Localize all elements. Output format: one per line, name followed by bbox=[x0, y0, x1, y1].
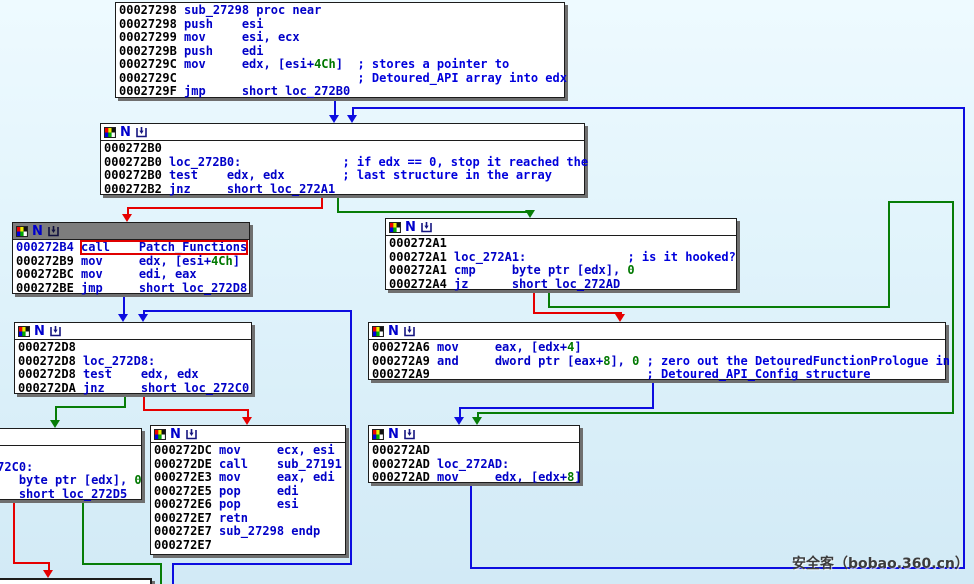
asm-line[interactable]: 000272B9 mov edx, [esi+4Ch] bbox=[16, 253, 240, 268]
asm-line[interactable]: 000272BE jmp short loc_272D8 bbox=[16, 280, 248, 295]
asm-line[interactable]: 000272B2 jnz short loc_272A1 bbox=[104, 181, 336, 196]
asm-line[interactable]: 000272B0 bbox=[104, 141, 162, 155]
node-name-icon[interactable]: N bbox=[34, 323, 45, 339]
asm-line[interactable]: 000272A9 ; Detoured_API_Config structure bbox=[372, 367, 871, 381]
node-titlebar[interactable]: N bbox=[101, 124, 584, 141]
node-titlebar[interactable] bbox=[0, 429, 141, 446]
basic-block-000272A6[interactable]: N 000272A6 mov eax, [edx+4]000272A9 and … bbox=[368, 322, 951, 382]
node-name-icon[interactable]: N bbox=[388, 426, 399, 442]
asm-line[interactable]: 000272B0 loc_272B0: ; if edx == 0, stop … bbox=[104, 154, 589, 169]
node-collapse-icon[interactable] bbox=[185, 428, 198, 440]
node-name-icon[interactable]: N bbox=[405, 219, 416, 235]
asm-line[interactable]: 000272AD mov edx, [edx+8] bbox=[372, 470, 582, 484]
asm-line[interactable]: 000272D8 loc_272D8: bbox=[18, 353, 156, 368]
asm-line[interactable]: 000272AD bbox=[372, 443, 430, 457]
node-titlebar[interactable]: N bbox=[151, 426, 345, 443]
asm-line[interactable]: 000272E7 sub_27298 endp bbox=[154, 524, 321, 538]
node-color-icon[interactable] bbox=[372, 325, 384, 337]
node-titlebar[interactable]: N bbox=[13, 223, 249, 240]
asm-line[interactable]: 000272E7 bbox=[154, 537, 212, 552]
asm-line[interactable]: 000272BC mov edi, eax bbox=[16, 267, 197, 281]
node-name-icon[interactable]: N bbox=[170, 426, 181, 442]
node-color-icon[interactable] bbox=[154, 428, 166, 440]
node-titlebar[interactable]: N bbox=[15, 323, 251, 340]
node-collapse-icon[interactable] bbox=[47, 225, 60, 237]
basic-block-bottom-clipped[interactable] bbox=[0, 578, 152, 584]
node-collapse-icon[interactable] bbox=[135, 126, 148, 138]
asm-line[interactable]: 000272A4 jz short loc_272AD bbox=[389, 276, 621, 291]
asm-line[interactable]: 000272D8 bbox=[18, 340, 76, 354]
node-name-icon[interactable]: N bbox=[120, 124, 131, 140]
asm-line[interactable]: 000272A1 cmp byte ptr [edx], 0 bbox=[389, 263, 635, 277]
asm-line[interactable]: 000272DA jnz short loc_272C0 bbox=[18, 380, 250, 395]
watermark: 安全客（bobao.360.cn） bbox=[792, 556, 969, 572]
asm-line[interactable]: 00027298 push esi bbox=[119, 16, 264, 31]
asm-line[interactable]: 000272A1 bbox=[389, 236, 447, 250]
asm-line[interactable]: 000272E3 mov eax, edi bbox=[154, 470, 335, 484]
node-collapse-icon[interactable] bbox=[403, 428, 416, 440]
node-collapse-icon[interactable] bbox=[403, 325, 416, 337]
asm-line[interactable]: 0002729B push edi bbox=[119, 43, 264, 58]
node-collapse-icon[interactable] bbox=[49, 325, 62, 337]
node-collapse-icon[interactable] bbox=[420, 221, 433, 233]
node-color-icon[interactable] bbox=[372, 428, 384, 440]
asm-line[interactable]: 000272C0 cmp byte ptr [edx], 0 bbox=[18, 473, 142, 487]
asm-line[interactable]: 000272C0 loc_272C0: bbox=[0, 459, 34, 474]
node-titlebar[interactable]: N bbox=[386, 219, 736, 236]
node-titlebar[interactable]: N bbox=[369, 323, 945, 340]
asm-line[interactable]: 000272DC mov ecx, esi bbox=[154, 443, 335, 457]
asm-line[interactable]: 000272AD loc_272AD: bbox=[372, 456, 510, 471]
asm-line[interactable]: 000272B4 call Patch_Functions bbox=[16, 240, 248, 255]
asm-line[interactable]: 000272D8 test edx, edx bbox=[18, 367, 199, 381]
asm-line[interactable]: 0002729F jmp short loc_272B0 bbox=[119, 84, 351, 98]
node-color-icon[interactable] bbox=[16, 225, 28, 237]
asm-line[interactable]: 000272DE call sub_27191 bbox=[154, 456, 342, 471]
node-color-icon[interactable] bbox=[389, 221, 401, 233]
basic-block-000272C0[interactable]: 000272C0000272C0 loc_272C0:000272C0 cmp … bbox=[0, 428, 142, 500]
node-titlebar[interactable]: N bbox=[369, 426, 579, 443]
asm-line[interactable]: 0002729C mov edx, [esi+4Ch] ; stores a p… bbox=[119, 57, 510, 71]
asm-line[interactable]: 0002729C ; Detoured_API array into edx bbox=[119, 70, 567, 85]
asm-line[interactable]: 000272E6 pop esi bbox=[154, 497, 299, 511]
asm-line[interactable]: 000272E5 pop edi bbox=[154, 483, 299, 498]
asm-line[interactable]: 000272A9 and dword ptr [eax+8], 0 ; zero… bbox=[372, 353, 951, 368]
asm-line[interactable]: 000272A6 mov eax, [edx+4] bbox=[372, 340, 582, 354]
block-code: 000272A6 mov eax, [edx+4]000272A9 and dw… bbox=[369, 340, 951, 382]
asm-line[interactable]: 000272C3 jnz short loc_272D5 bbox=[18, 486, 128, 501]
asm-line[interactable]: 00027299 mov esi, ecx bbox=[119, 30, 300, 44]
node-name-icon[interactable]: N bbox=[388, 323, 399, 339]
asm-line[interactable]: 000272B0 test edx, edx ; last structure … bbox=[104, 168, 552, 182]
asm-line[interactable]: 000272C0 bbox=[0, 447, 141, 461]
block-code: 000272C0000272C0 loc_272C0:000272C0 cmp … bbox=[0, 446, 142, 501]
node-color-icon[interactable] bbox=[18, 325, 30, 337]
node-name-icon[interactable]: N bbox=[32, 223, 43, 239]
asm-line[interactable]: 000272E7 retn bbox=[154, 510, 248, 525]
asm-line[interactable]: 000272A1 loc_272A1: ; is it hooked? bbox=[389, 249, 736, 264]
asm-line[interactable]: 00027298 sub_27298 proc near bbox=[119, 3, 322, 17]
node-color-icon[interactable] bbox=[104, 126, 116, 138]
